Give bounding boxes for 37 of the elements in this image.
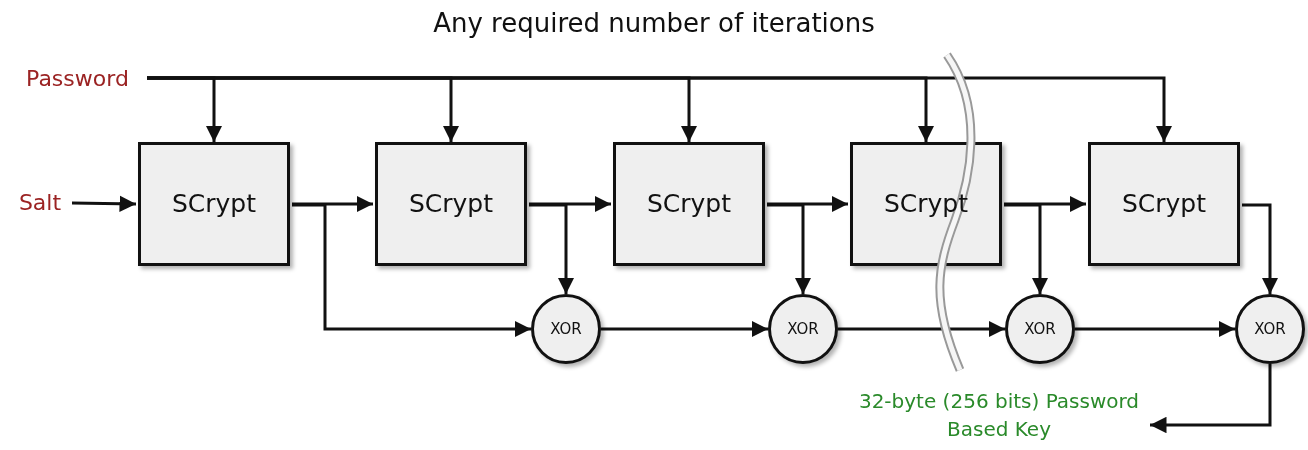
arrow — [838, 320, 1005, 338]
node-text: SCrypt — [171, 189, 257, 219]
arrow — [292, 203, 531, 338]
node-text: XOR — [1254, 320, 1286, 338]
process-box — [1088, 142, 1240, 266]
node-text: XOR — [1024, 320, 1056, 338]
node-text: SCrypt — [1121, 189, 1207, 219]
process-box — [138, 142, 290, 266]
output-label: 32-byte (256 bits) Password Based Key — [857, 388, 1141, 443]
arrow — [1150, 364, 1272, 434]
process-box — [613, 142, 765, 266]
node-text: SCrypt — [408, 189, 494, 219]
arrow — [767, 203, 812, 294]
arrow — [529, 195, 611, 213]
xor-circle — [1005, 294, 1075, 364]
node-text: SCrypt — [646, 189, 732, 219]
node-text: SCrypt — [883, 189, 969, 219]
input-label: Password — [26, 65, 129, 93]
input-label: Salt — [18, 189, 62, 217]
process-box — [375, 142, 527, 266]
arrow — [1004, 195, 1086, 213]
arrow — [1242, 203, 1279, 294]
process-box — [850, 142, 1002, 266]
arrow — [71, 195, 137, 212]
xor-circle — [531, 294, 601, 364]
arrow — [529, 203, 575, 294]
xor-circle — [1235, 294, 1305, 364]
diagram-title: Any required number of iterations — [432, 8, 876, 38]
node-text: XOR — [550, 320, 582, 338]
arrow — [767, 195, 848, 213]
arrow — [1004, 203, 1049, 294]
arrow — [147, 76, 1173, 142]
arrow — [601, 320, 768, 338]
xor-circle — [768, 294, 838, 364]
arrow — [1075, 320, 1235, 338]
arrow — [292, 195, 373, 213]
node-text: XOR — [787, 320, 819, 338]
